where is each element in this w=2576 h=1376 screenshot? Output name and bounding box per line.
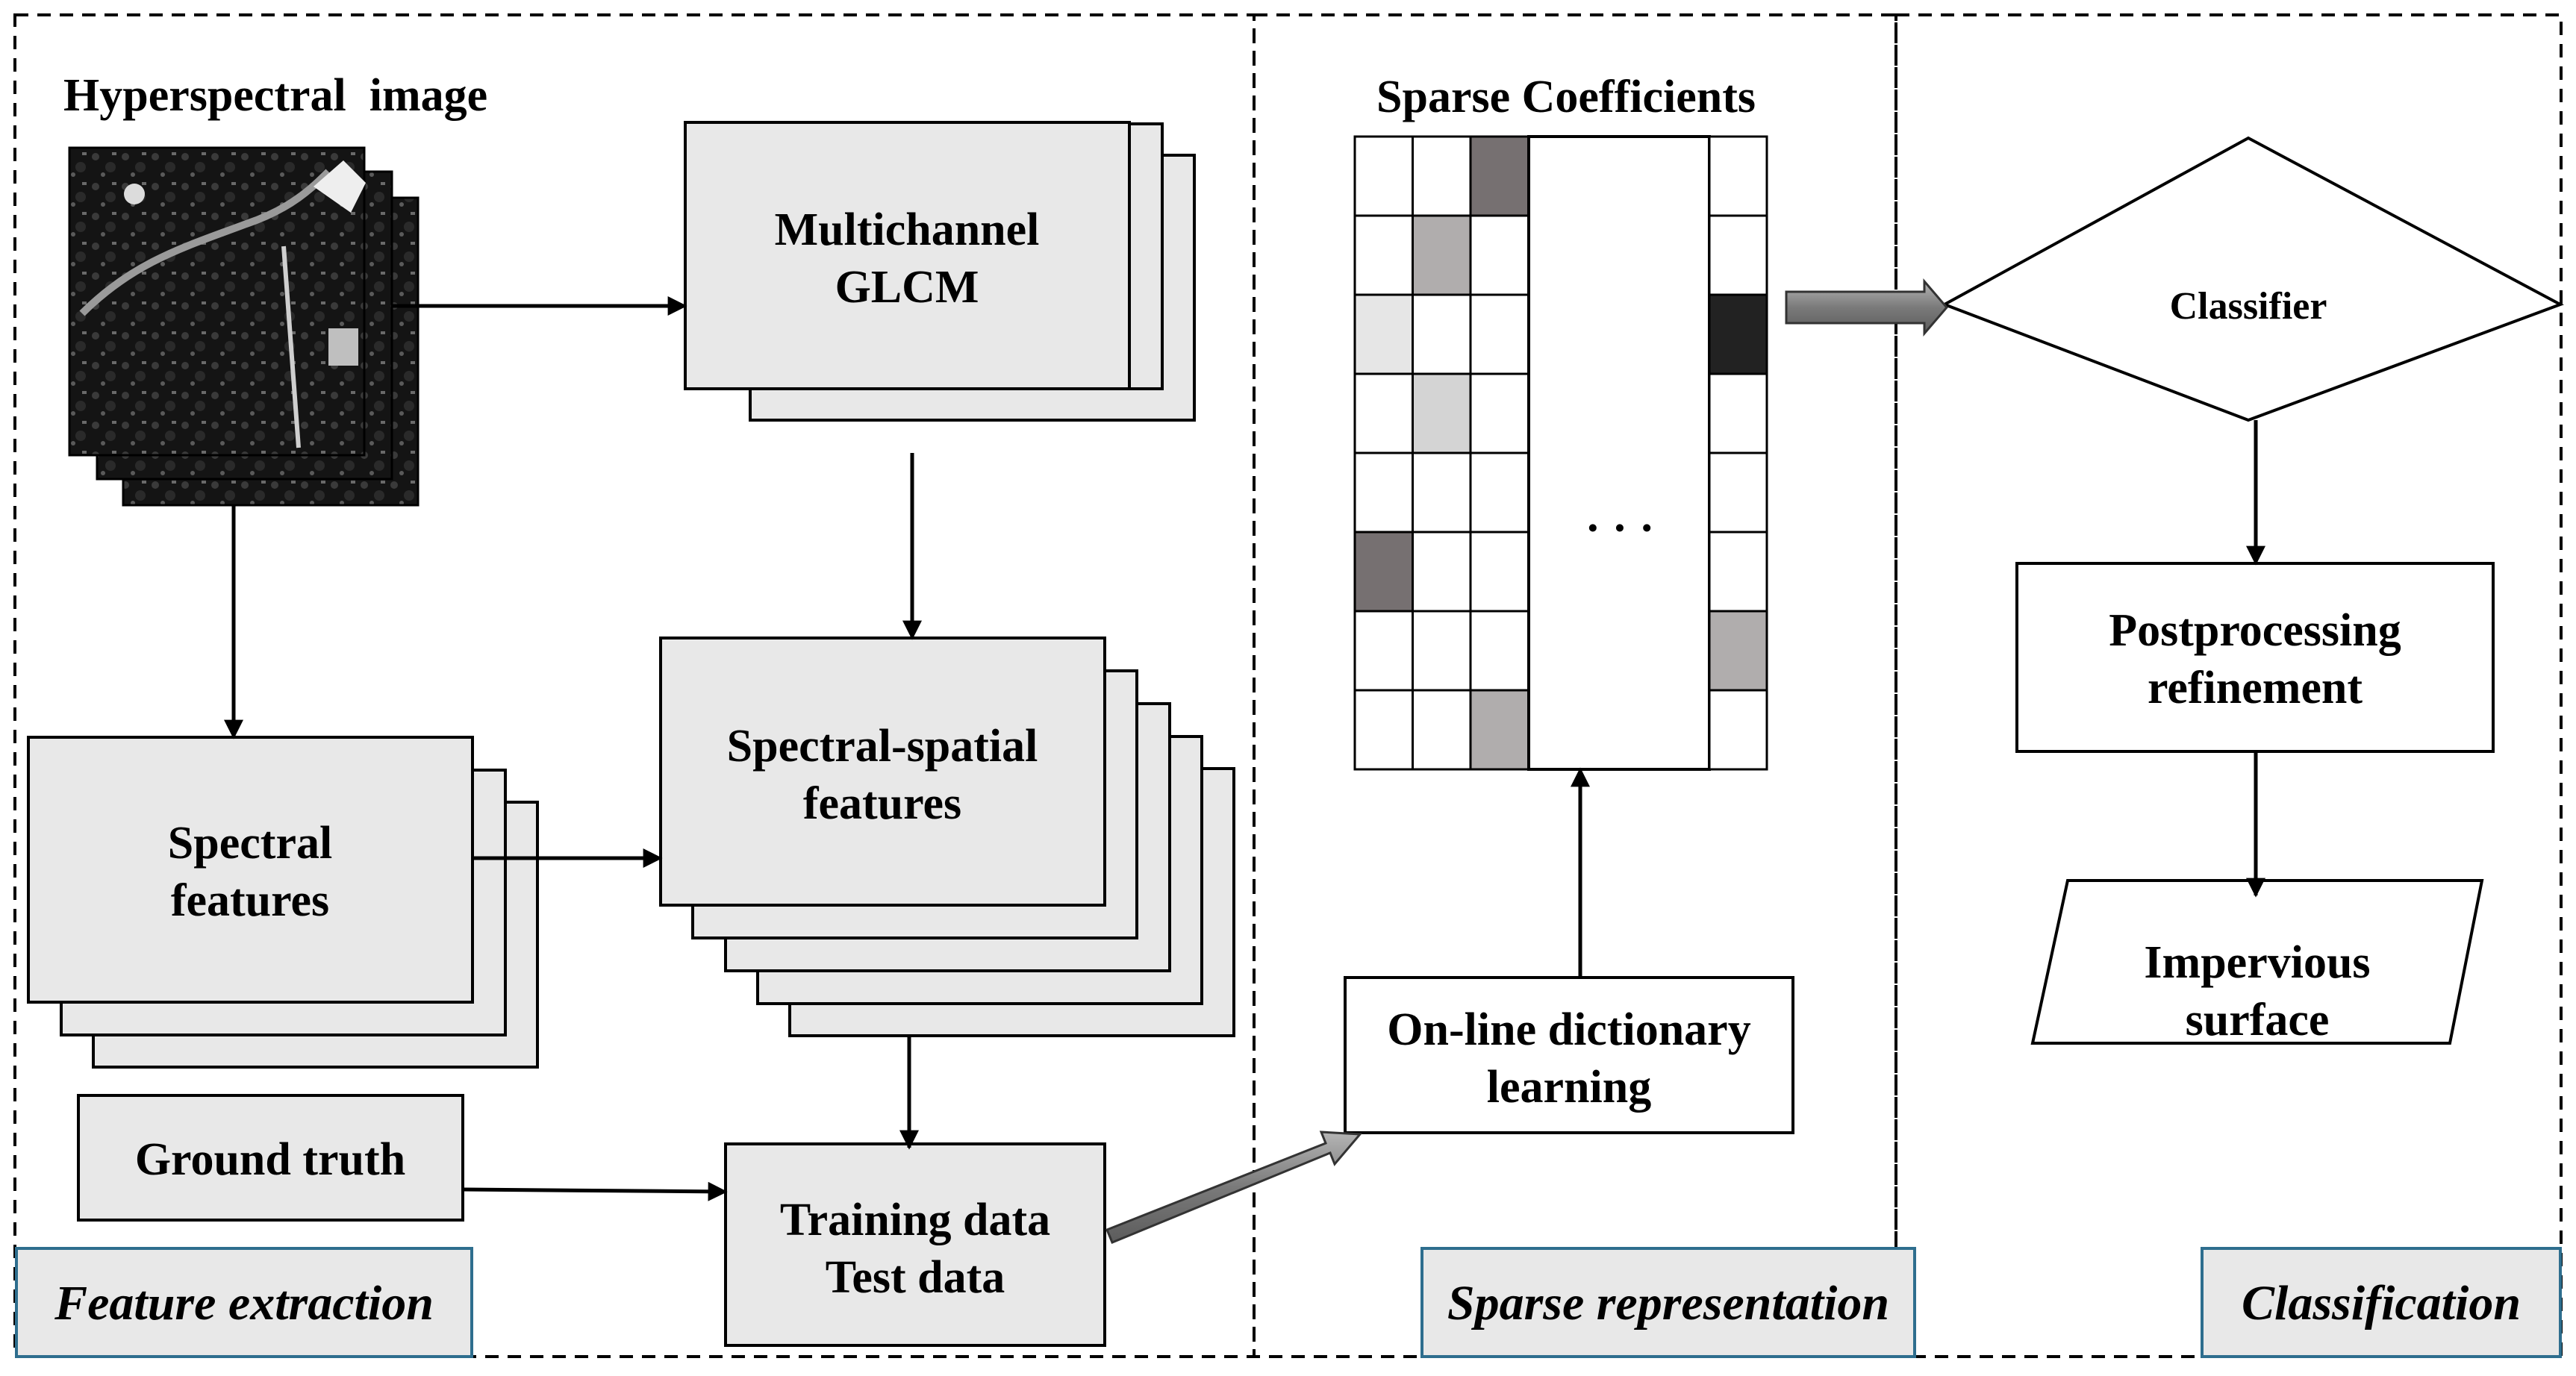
matrix-cell — [1412, 451, 1472, 534]
matrix-cell — [1412, 531, 1472, 613]
training-data-label: Training data — [780, 1195, 1050, 1245]
glcm-label-line-1: Multichannel — [775, 204, 1040, 255]
sparse-representation-panel — [1253, 13, 1897, 1358]
matrix-cell — [1708, 451, 1768, 534]
impervious-line-1: Impervious — [2144, 937, 2370, 988]
classifier-node: Classifier — [1941, 136, 2564, 422]
matrix-cell — [1353, 372, 1414, 454]
matrix-cell — [1353, 531, 1414, 613]
panel-label-feature-extraction: Feature extraction — [15, 1247, 473, 1358]
matrix-cell — [1353, 135, 1414, 217]
arrow-groundtruth-to-training — [462, 1181, 728, 1201]
matrix-cell — [1353, 610, 1414, 692]
hyperspectral-image — [68, 146, 366, 457]
matrix-cell — [1708, 689, 1768, 771]
matrix-cell — [1353, 451, 1414, 534]
spectral-spatial-stack: Spectral-spatial features — [659, 637, 1235, 1037]
matrix-cell — [1469, 214, 1529, 296]
postprocessing-box — [2015, 562, 2495, 753]
matrix-cell — [1469, 689, 1529, 771]
sparse-coefficients-title: Sparse Coefficients — [1376, 72, 1756, 122]
impervious-surface-node: Impervious surface — [2030, 879, 2484, 1045]
matrix-cell — [1412, 214, 1472, 296]
matrix-cell — [1353, 214, 1414, 296]
sparse-coefficient-matrix: · · · — [1353, 135, 1768, 771]
glcm-label-line-2: GLCM — [835, 262, 979, 313]
matrix-cell — [1469, 293, 1529, 375]
panel-label-text: Sparse representation — [1447, 1276, 1889, 1330]
ground-truth-label: Ground truth — [135, 1134, 405, 1185]
hyperspectral-title: Hyperspectral image — [63, 70, 487, 121]
dictionary-line-2: learning — [1487, 1062, 1651, 1113]
matrix-cell — [1708, 293, 1768, 375]
matrix-cell — [1353, 689, 1414, 771]
spectral-features-line-2: features — [171, 875, 329, 926]
panel-label-classification: Classification — [2201, 1247, 2562, 1358]
gray-arrow-matrix-to-classifier — [1785, 278, 1948, 337]
training-test-box — [724, 1142, 1106, 1347]
matrix-cell — [1412, 372, 1472, 454]
spectral-features-stack: Spectral features — [27, 736, 539, 1069]
glcm-box — [684, 121, 1131, 390]
spectral-spatial-line-1: Spectral-spatial — [727, 721, 1038, 772]
matrix-middle-band — [1527, 135, 1711, 771]
ground-truth-box — [77, 1094, 464, 1222]
dictionary-learning-box — [1344, 976, 1794, 1134]
test-data-label: Test data — [826, 1252, 1005, 1303]
matrix-cell — [1708, 372, 1768, 454]
dictionary-line-1: On-line dictionary — [1387, 1004, 1750, 1055]
postprocessing-line-1: Postprocessing — [2109, 605, 2401, 656]
classifier-label: Classifier — [2170, 285, 2327, 328]
matrix-cell — [1469, 610, 1529, 692]
matrix-cell — [1708, 214, 1768, 296]
gray-arrow-training-to-dictionary — [1105, 1130, 1363, 1244]
connectors — [224, 296, 2265, 1201]
spectral-spatial-box — [659, 637, 1106, 907]
matrix-cell — [1469, 531, 1529, 613]
matrix-ellipsis: · · · — [1585, 503, 1654, 554]
panel-label-sparse-representation: Sparse representation — [1420, 1247, 1916, 1358]
impervious-line-2: surface — [2186, 995, 2330, 1045]
dictionary-learning-node: On-line dictionary learning — [1344, 976, 1794, 1134]
matrix-cell — [1469, 451, 1529, 534]
matrix-cell — [1412, 610, 1472, 692]
matrix-cell — [1469, 135, 1529, 217]
matrix-cell — [1708, 531, 1768, 613]
ground-truth-node: Ground truth — [77, 1094, 464, 1222]
panel-label-text: Feature extraction — [54, 1276, 434, 1330]
postprocessing-node: Postprocessing refinement — [2015, 562, 2495, 753]
hyperspectral-image-stack — [68, 146, 420, 507]
training-test-node: Training data Test data — [724, 1142, 1106, 1347]
matrix-cell — [1708, 610, 1768, 692]
classifier-diamond — [1941, 136, 2564, 422]
spectral-spatial-line-2: features — [803, 778, 961, 829]
matrix-cell — [1412, 293, 1472, 375]
matrix-cell — [1353, 293, 1414, 375]
spectral-features-line-1: Spectral — [168, 818, 332, 869]
glcm-box-stack: Multichannel GLCM — [684, 121, 1196, 422]
matrix-cell — [1412, 135, 1472, 217]
panel-label-text: Classification — [2242, 1276, 2521, 1330]
postprocessing-line-2: refinement — [2148, 663, 2363, 713]
matrix-cell — [1412, 689, 1472, 771]
spectral-features-box — [27, 736, 474, 1004]
impervious-surface-parallelogram — [2030, 879, 2484, 1045]
matrix-cell — [1469, 372, 1529, 454]
matrix-cell — [1708, 135, 1768, 217]
